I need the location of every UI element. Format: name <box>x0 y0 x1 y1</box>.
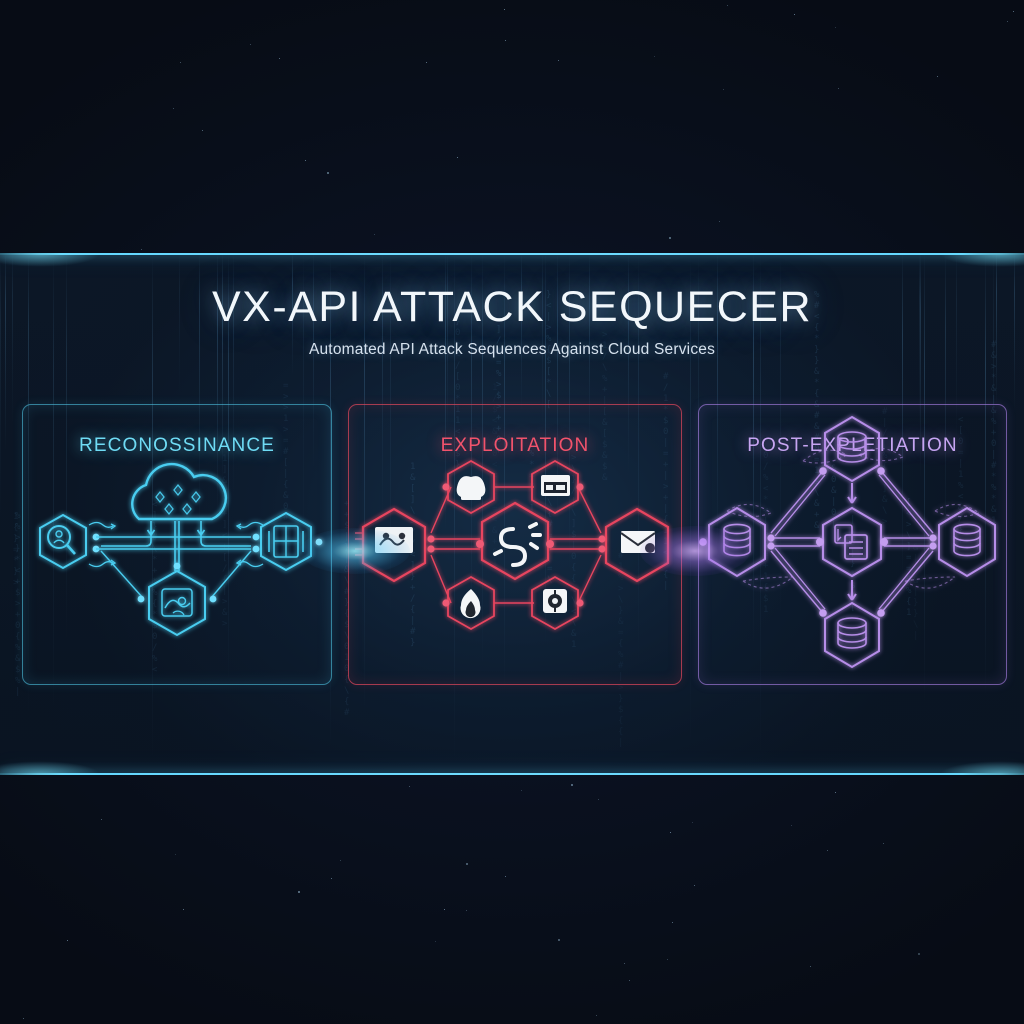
main-band: * | \ < | } 1 $ 1 [ % # < { * } } & * { … <box>0 253 1024 775</box>
panel-post-exploitation[interactable]: POST-EXPLETIATION <box>698 404 1007 685</box>
exploitation-icon-glyphs <box>375 475 656 619</box>
skull-mask-icon <box>447 459 495 515</box>
band-top-edge <box>0 253 1024 255</box>
band-bottom-edge <box>0 773 1024 775</box>
cloud-data-icon <box>131 462 228 521</box>
server-rack-icon <box>260 511 312 572</box>
database-left-node <box>708 506 766 578</box>
edge-flare-bottomleft <box>0 761 100 775</box>
cipher-lock-icon <box>531 575 579 631</box>
page-subtitle: Automated API Attack Sequences Against C… <box>308 341 716 358</box>
document-copy-icon <box>821 506 883 578</box>
edge-flare-topleft <box>0 253 100 267</box>
flame-breach-icon <box>447 575 495 631</box>
page-title: VX-API ATTACK SEQUECER <box>211 283 813 331</box>
reconnaissance-graph <box>39 462 323 637</box>
panel-title-exploitation: EXPLOITATION <box>440 435 590 456</box>
magnifier-person-icon <box>39 513 87 570</box>
header: VX-API ATTACK SEQUECER Automated API Att… <box>0 283 1024 359</box>
edge-flare-bottomright <box>940 761 1024 775</box>
exploitation-graph <box>355 459 670 631</box>
radar-scan-icon <box>148 569 206 637</box>
broken-chain-icon <box>480 501 550 581</box>
panel-reconnaissance[interactable]: RECONOSSINANCE <box>22 404 332 685</box>
terminal-code-icon <box>531 459 579 515</box>
database-top-node <box>824 415 880 483</box>
post-exploitation-graph <box>699 415 996 669</box>
database-right-node <box>938 506 996 578</box>
panel-title-post-exploitation: POST-EXPLETIATION <box>747 435 958 456</box>
panel-exploitation[interactable]: EXPLOITATION <box>348 404 682 685</box>
edge-flare-topright <box>940 253 1024 267</box>
panel-title-reconnaissance: RECONOSSINANCE <box>79 435 275 456</box>
database-bottom-node <box>824 601 880 669</box>
attacker-mask-icon <box>361 507 427 583</box>
